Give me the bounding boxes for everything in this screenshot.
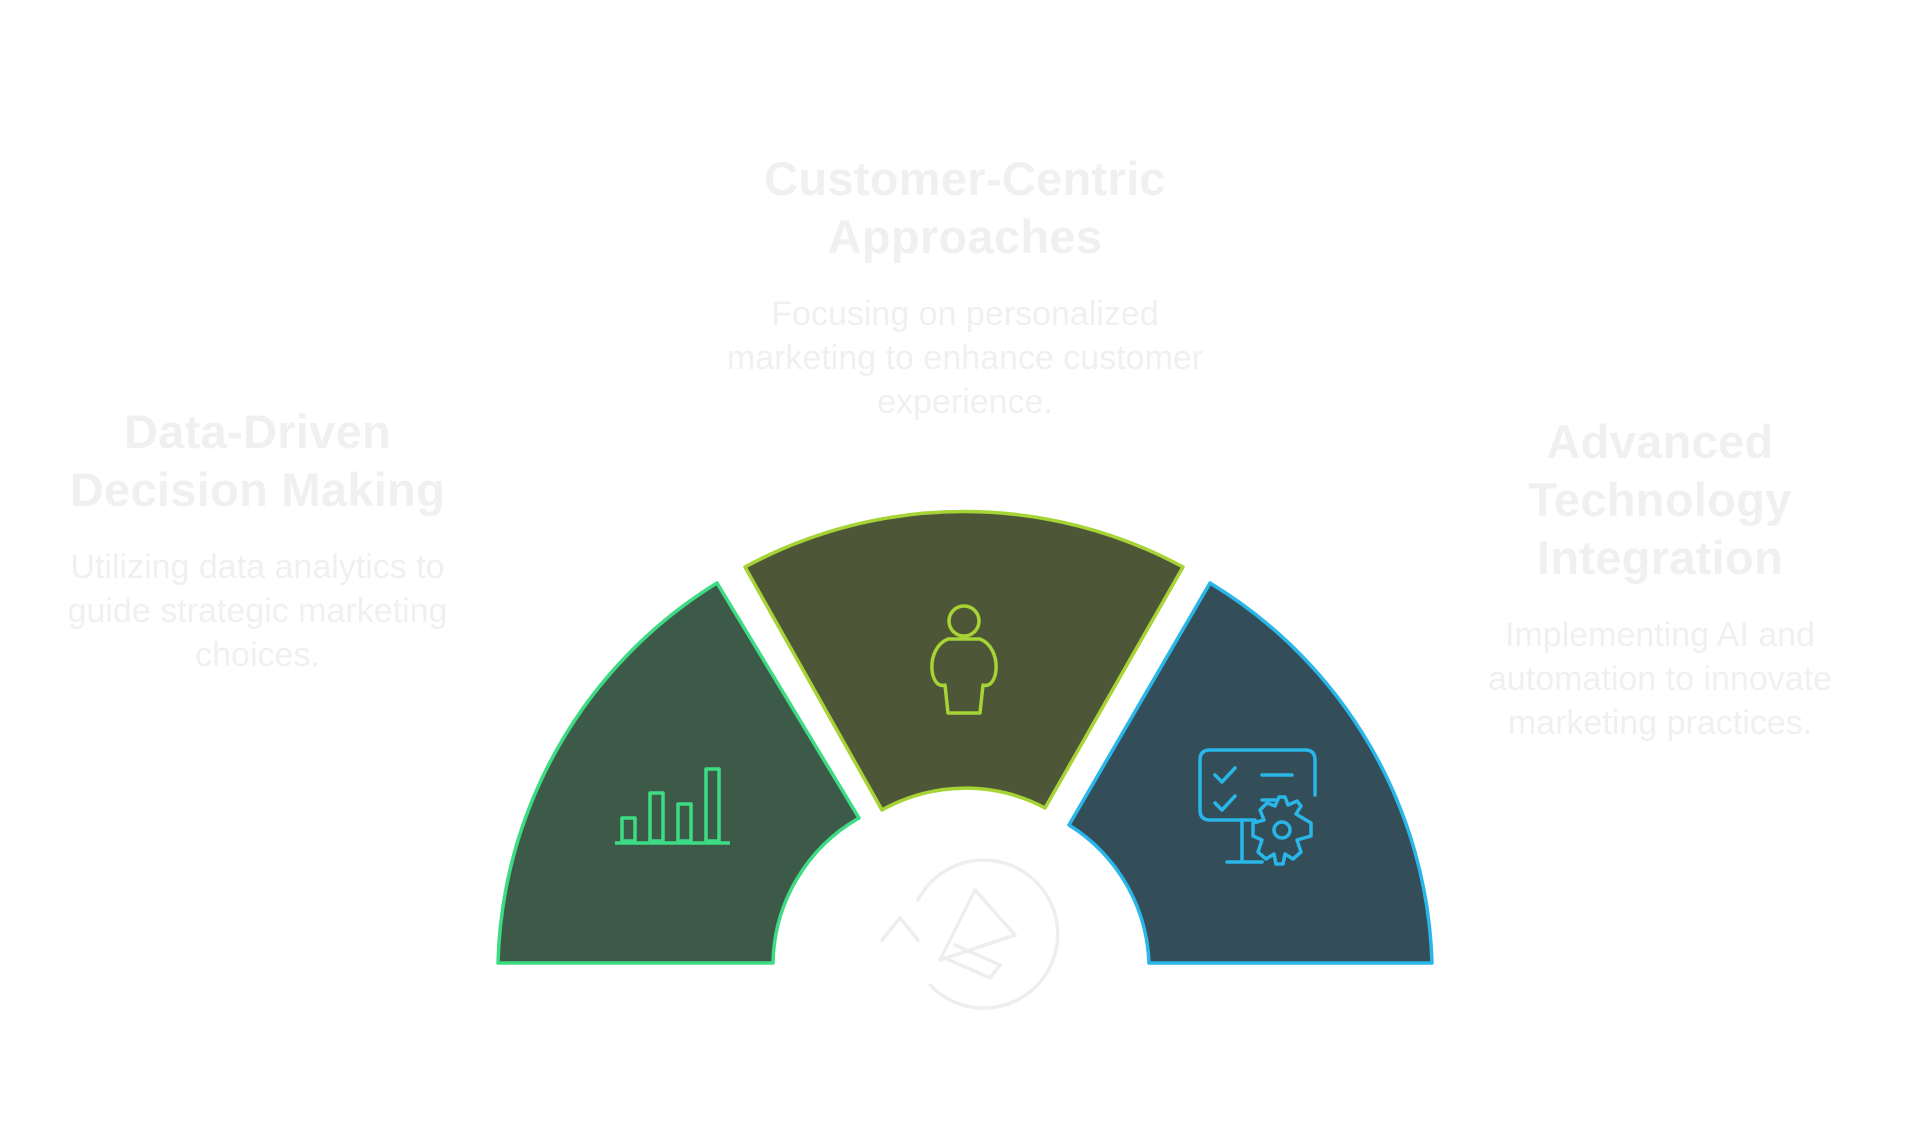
info-block-customer-centric: Customer-Centric Approaches Focusing on … bbox=[700, 150, 1230, 424]
segment-center-shape bbox=[743, 509, 1185, 812]
segment-title: Advanced Technology Integration bbox=[1528, 415, 1792, 584]
segment-description: Focusing on personalized marketing to en… bbox=[726, 295, 1204, 421]
segment-description: Utilizing data analytics to guide strate… bbox=[67, 548, 448, 674]
segment-advanced-technology bbox=[1067, 581, 1434, 965]
segment-title: Data-Driven Decision Making bbox=[69, 405, 446, 516]
segment-description: Implementing AI and automation to innova… bbox=[1487, 616, 1833, 742]
info-block-advanced-technology: Advanced Technology Integration Implemen… bbox=[1440, 413, 1880, 745]
segment-left-shape bbox=[496, 581, 861, 965]
segment-title: Customer-Centric Approaches bbox=[764, 152, 1166, 263]
segment-right-shape bbox=[1067, 581, 1434, 965]
megaphone-cycle-icon bbox=[880, 858, 1060, 1010]
segment-data-driven bbox=[496, 581, 861, 965]
info-block-data-driven: Data-Driven Decision Making Utilizing da… bbox=[60, 403, 455, 677]
segment-customer-centric bbox=[743, 509, 1185, 812]
bar-chart-icon bbox=[615, 767, 730, 845]
monitor-gear-checklist-icon bbox=[1198, 748, 1317, 866]
person-icon bbox=[930, 604, 998, 715]
